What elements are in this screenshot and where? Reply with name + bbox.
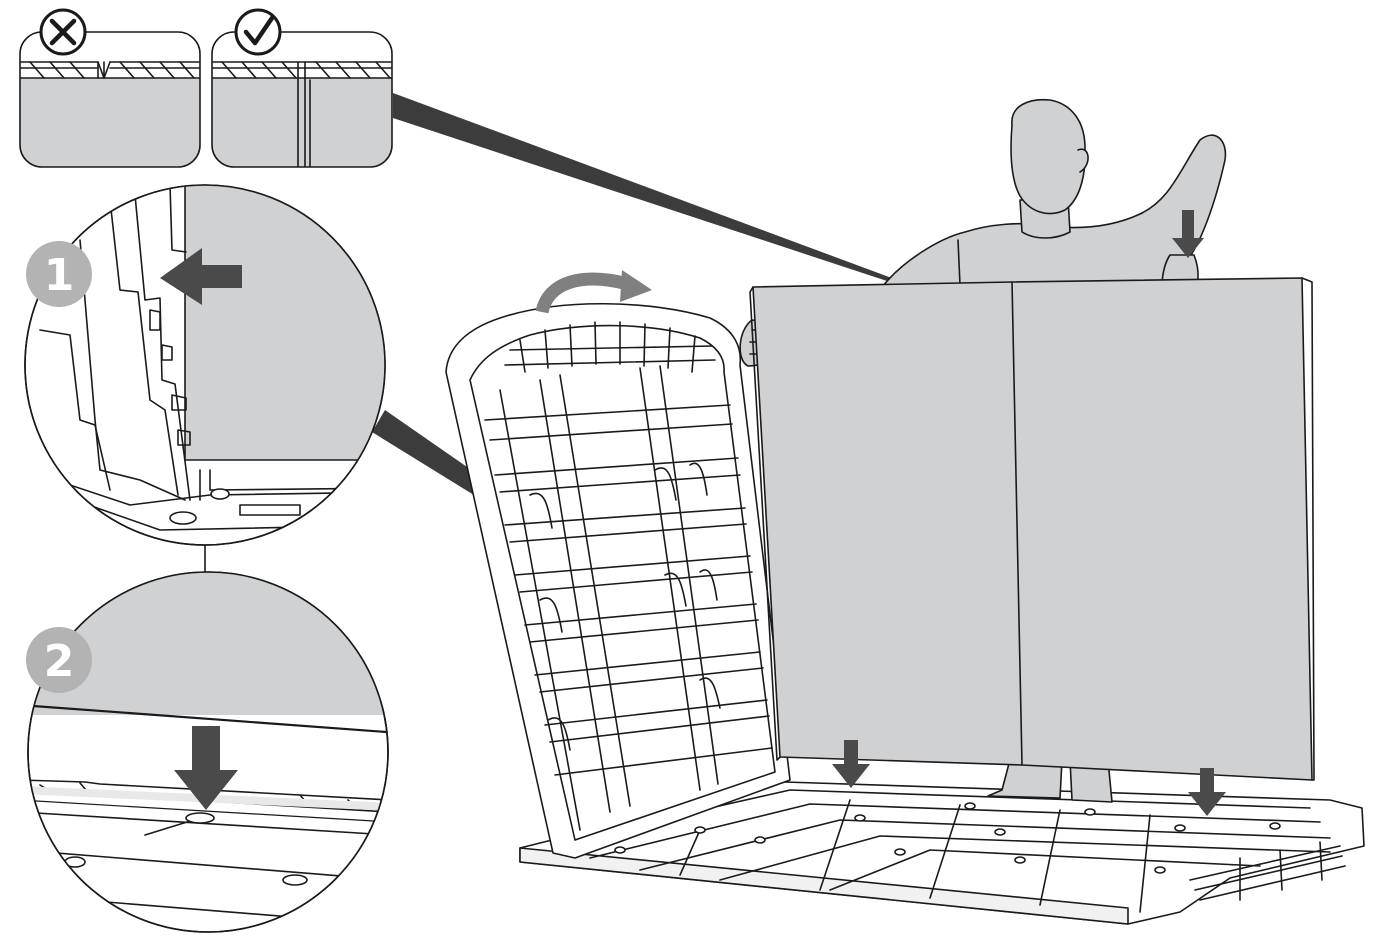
person-head — [1010, 98, 1086, 215]
side-wall-inner — [469, 324, 776, 841]
wall-panel-front — [752, 277, 1313, 781]
wall-panel — [749, 277, 1315, 781]
base-holes — [614, 802, 1281, 874]
side-wall-ribs-vertical — [499, 365, 719, 831]
step-badge-2: 2 — [26, 627, 92, 693]
wall-panel-edge — [1301, 277, 1315, 781]
side-wall-clips — [529, 462, 721, 751]
callout-pointer-top — [393, 93, 1005, 320]
detail-right — [211, 8, 393, 168]
down-arrow-icon — [1172, 210, 1204, 258]
cross-in-circle-icon — [39, 8, 87, 56]
detail-step-1-panel — [185, 185, 385, 460]
base-end-ribs — [1189, 841, 1346, 901]
side-wall — [445, 302, 791, 859]
svg-text:2: 2 — [44, 636, 75, 687]
down-arrows — [832, 210, 1226, 816]
down-arrow-icon — [1188, 768, 1226, 816]
person-ear — [1077, 148, 1089, 173]
step-badge-1: 1 — [26, 241, 92, 307]
down-arrow-icon — [832, 740, 870, 788]
detail-wrong — [19, 8, 201, 168]
press-down-arrow-icon — [174, 726, 238, 810]
person-torso — [859, 134, 1227, 291]
base-floor — [519, 781, 1365, 925]
side-wall-ribs-horizontal — [484, 404, 773, 776]
detail-step-1 — [24, 184, 386, 546]
detail-step-2 — [27, 571, 389, 933]
wall-panel-seam — [1011, 281, 1023, 766]
svg-text:1: 1 — [44, 250, 75, 301]
check-in-circle-icon — [234, 8, 282, 56]
rotate-arrow-icon — [535, 270, 652, 314]
side-wall-outer — [445, 302, 791, 859]
side-wall-top-ribs — [504, 321, 716, 373]
push-arrow-icon — [160, 248, 242, 305]
